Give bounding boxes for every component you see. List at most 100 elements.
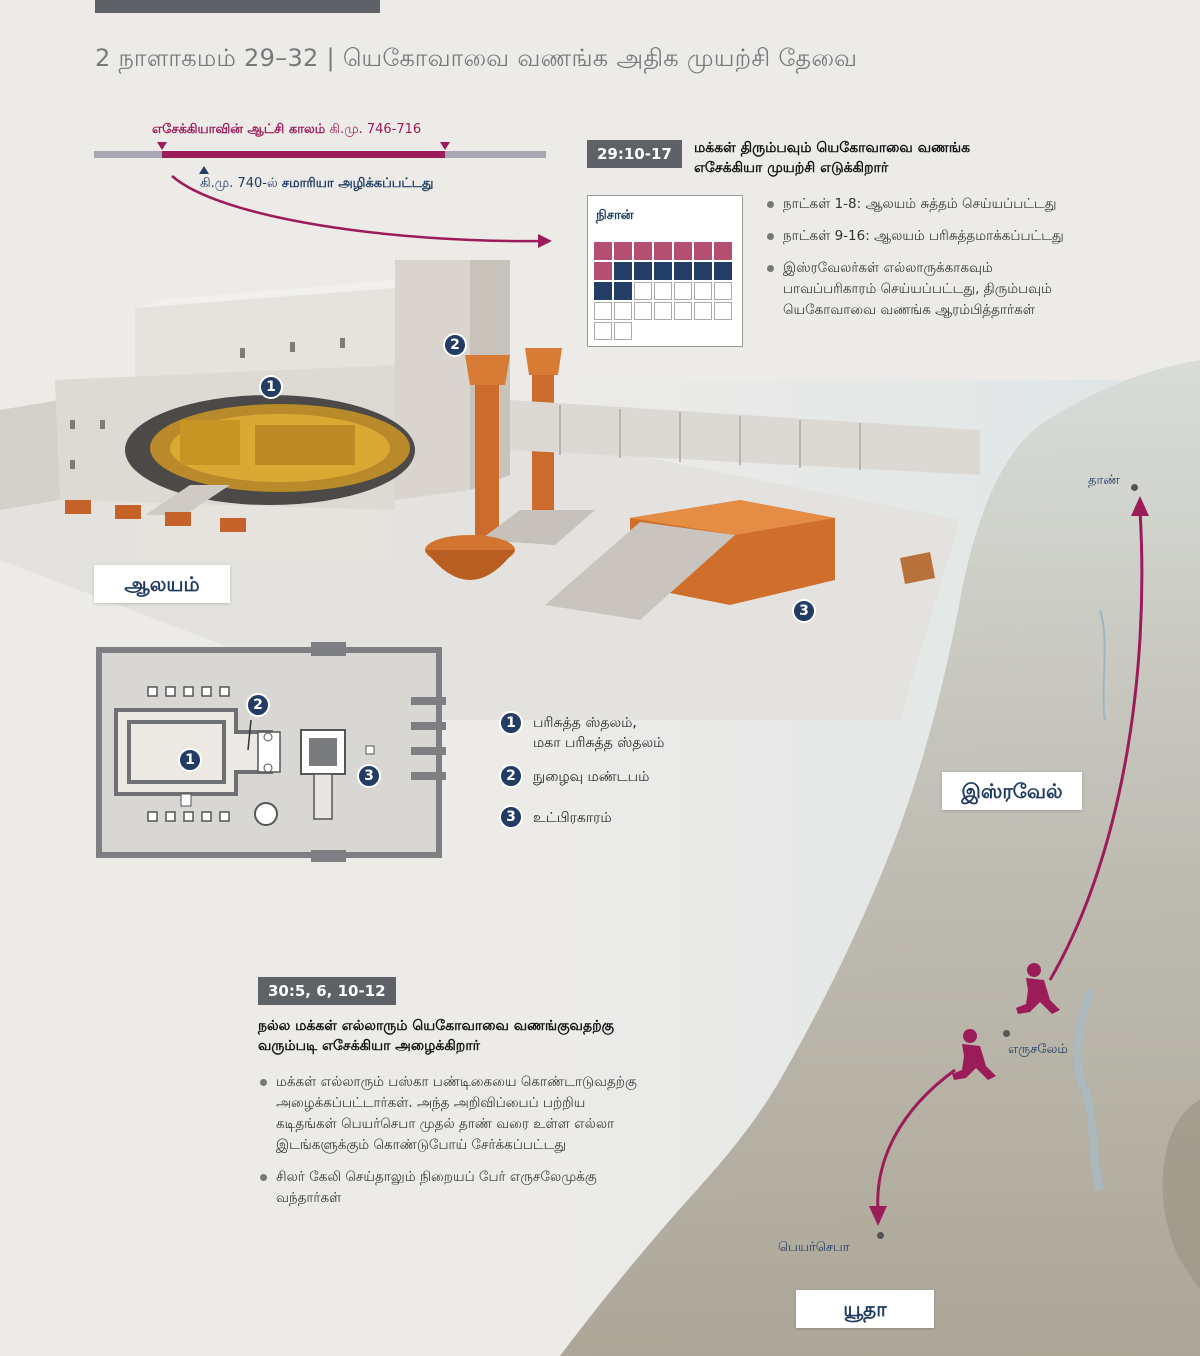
list-item: நாட்கள் 1-8: ஆலயம் சுத்தம் செய்யப்பட்டது — [765, 194, 1185, 215]
calendar-day — [614, 282, 632, 300]
bullet-line: வந்தார்கள் — [276, 1190, 342, 1206]
heading-line: எசேக்கியா முயற்சி எடுக்கிறார் — [694, 160, 889, 176]
calendar-day — [674, 302, 692, 320]
region-judah: யூதா — [796, 1290, 934, 1328]
legend-line: மகா பரிசுத்த ஸ்தலம் — [533, 735, 665, 751]
timeline-arrow — [171, 175, 546, 243]
heading-line: நல்ல மக்கள் எல்லாரும் யெகோவாவை வணங்குவதற… — [258, 1018, 614, 1034]
samaria-date: கி.மு. 740-ல் — [200, 176, 278, 191]
calendar-day — [714, 302, 732, 320]
calendar-day — [614, 242, 632, 260]
bullet-line: இடங்களுக்கும் கொண்டுபோய் சேர்க்கப்பட்டது — [276, 1137, 567, 1153]
legend-line: பரிசுத்த ஸ்தலம், — [533, 715, 637, 731]
list-item: சிலர் கேலி செய்தாலும் நிறையப் பேர் எருசல… — [258, 1167, 718, 1209]
samaria-label: கி.மு. 740-ல் சமாரியா அழிக்கப்பட்டது — [200, 176, 433, 192]
calendar-day — [594, 282, 612, 300]
reign-name: எசேக்கியாவின் ஆட்சி காலம் — [152, 122, 326, 137]
temple-illustration — [0, 260, 980, 620]
calendar-grid — [594, 242, 732, 340]
temple-badge-1: 1 — [259, 375, 283, 399]
calendar-day — [674, 282, 692, 300]
calendar-day — [634, 282, 652, 300]
section1-ref: 29:10-17 — [587, 140, 682, 168]
legend-porch: நுழைவு மண்டபம் — [533, 767, 649, 787]
samaria-marker — [199, 166, 209, 174]
calendar-day — [654, 282, 672, 300]
bullet-line: நாட்கள் 9-16: ஆலயம் பரிசுத்தமாக்கப்பட்டத… — [783, 228, 1064, 244]
route-to-beersheba-head — [869, 1206, 887, 1226]
calendar-day — [614, 262, 632, 280]
timeline-arrow-head — [538, 234, 552, 248]
samaria-event: சமாரியா அழிக்கப்பட்டது — [281, 176, 434, 191]
calendar-day — [654, 302, 672, 320]
calendar-month: நிசான் — [596, 208, 634, 223]
calendar-day — [694, 242, 712, 260]
calendar-day — [694, 282, 712, 300]
calendar-day — [654, 242, 672, 260]
route-to-dan — [1048, 509, 1144, 981]
legend-line: உட்பிரகாரம் — [533, 810, 612, 826]
legend-badge-3: 3 — [499, 805, 523, 829]
reign-label: எசேக்கியாவின் ஆட்சி காலம் கி.மு. 746-716 — [152, 122, 421, 138]
city-jerusalem-label: எருசலேம் — [1008, 1042, 1068, 1057]
section2-ref: 30:5, 6, 10-12 — [258, 977, 396, 1005]
legend-badge-1: 1 — [499, 711, 523, 735]
calendar-day — [594, 302, 612, 320]
legend-badge-2: 2 — [499, 764, 523, 788]
calendar-day — [674, 242, 692, 260]
calendar-day — [634, 302, 652, 320]
route-to-dan-head — [1131, 496, 1149, 516]
calendar-day — [654, 262, 672, 280]
temple-badge-3: 3 — [792, 599, 816, 623]
altar-ramp — [545, 522, 735, 620]
calendar-day — [674, 262, 692, 280]
top-accent-bar — [95, 0, 380, 13]
reign-start-marker — [157, 142, 167, 150]
page-title: 2 நாளாகமம் 29–32 | யெகோவாவை வணங்க அதிக ம… — [95, 44, 858, 72]
plan-badge-2: 2 — [246, 693, 270, 717]
legend-holy-place: பரிசுத்த ஸ்தலம், மகா பரிசுத்த ஸ்தலம் — [533, 713, 664, 753]
calendar-day — [714, 242, 732, 260]
runner-south-icon — [952, 1029, 996, 1080]
bullet-line: நாட்கள் 1-8: ஆலயம் சுத்தம் செய்யப்பட்டது — [783, 196, 1057, 212]
calendar-day — [594, 262, 612, 280]
heading-line: மக்கள் திரும்பவும் யெகோவாவை வணங்க — [694, 140, 971, 156]
list-item: நாட்கள் 9-16: ஆலயம் பரிசுத்தமாக்கப்பட்டத… — [765, 226, 1185, 247]
calendar-day — [614, 302, 632, 320]
legend-courtyard: உட்பிரகாரம் — [533, 808, 612, 828]
entrance-tower — [395, 260, 470, 500]
section2-heading: நல்ல மக்கள் எல்லாரும் யெகோவாவை வணங்குவதற… — [258, 1016, 614, 1056]
nisan-calendar: நிசான் — [587, 195, 743, 347]
city-jerusalem-dot — [1003, 1030, 1010, 1037]
calendar-day — [694, 262, 712, 280]
temple-floor-plan — [96, 642, 446, 862]
bullet-line: கடிதங்கள் பெயர்செபா முதல் தாண் வரை உள்ள … — [276, 1116, 615, 1132]
calendar-day — [594, 242, 612, 260]
calendar-day — [714, 282, 732, 300]
bullet-line: இஸ்ரவேலர்கள் எல்லாருக்காகவும் — [783, 260, 993, 276]
list-item: இஸ்ரவேலர்கள் எல்லாருக்காகவும் பாவப்பரிகா… — [765, 258, 1185, 321]
calendar-day — [634, 242, 652, 260]
calendar-day — [714, 262, 732, 280]
pillar-jachin — [475, 380, 499, 540]
region-israel: இஸ்ரவேல் — [942, 772, 1082, 810]
city-beersheba-dot — [877, 1232, 884, 1239]
reign-bar — [162, 151, 445, 158]
list-item: மக்கள் எல்லாரும் பஸ்கா பண்டிகையை கொண்டாட… — [258, 1072, 718, 1156]
route-to-beersheba — [876, 1068, 956, 1211]
section2-bullets: மக்கள் எல்லாரும் பஸ்கா பண்டிகையை கொண்டாட… — [258, 1072, 718, 1220]
bullet-line: அழைக்கப்பட்டார்கள். அந்த அறிவிப்பைப் பற்… — [276, 1095, 586, 1111]
city-dan-label: தாண் — [1088, 473, 1120, 488]
section1-bullets: நாட்கள் 1-8: ஆலயம் சுத்தம் செய்யப்பட்டது… — [765, 194, 1185, 332]
calendar-day — [594, 322, 612, 340]
temple-badge-2: 2 — [443, 333, 467, 357]
plan-badge-1: 1 — [178, 748, 202, 772]
calendar-day — [694, 302, 712, 320]
reign-range: கி.மு. 746-716 — [329, 122, 422, 137]
section1-heading: மக்கள் திரும்பவும் யெகோவாவை வணங்க எசேக்க… — [694, 138, 970, 178]
runner-north-icon — [1016, 963, 1060, 1014]
reign-end-marker — [440, 142, 450, 150]
city-dan-dot — [1131, 484, 1138, 491]
